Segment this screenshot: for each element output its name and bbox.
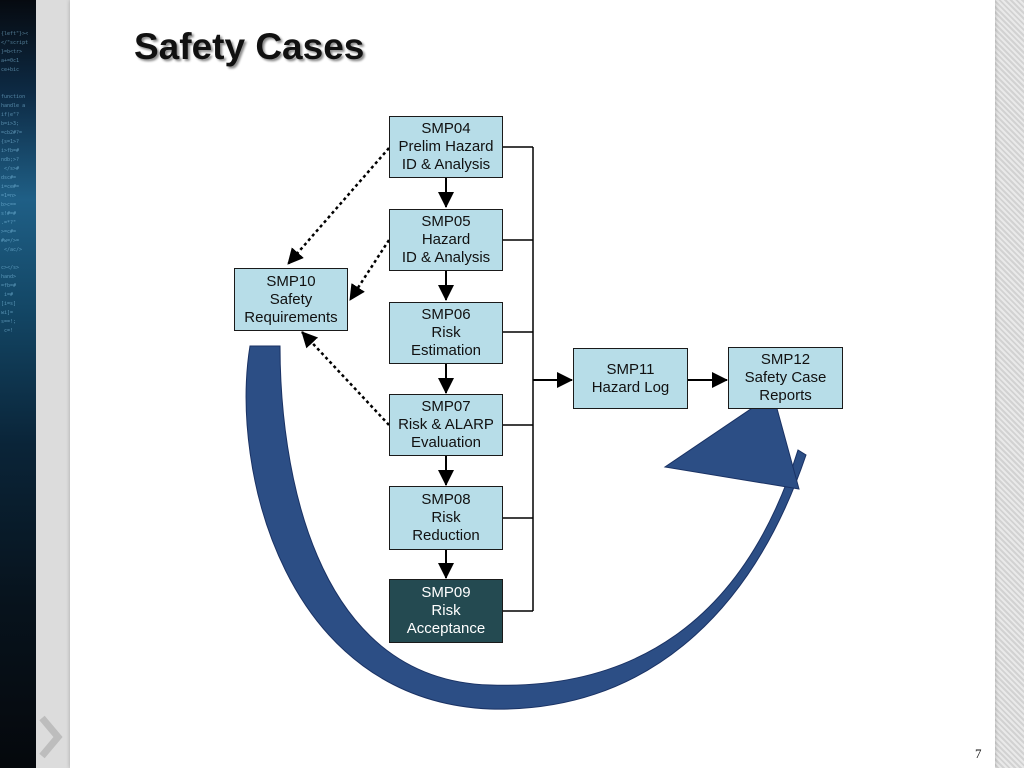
slide-title: Safety Cases <box>134 26 365 67</box>
node-id: SMP06 <box>421 306 471 323</box>
node-label-line: Risk <box>431 509 461 526</box>
node-label-line: ID & Analysis <box>401 156 491 173</box>
node-smp10: SMP10 Safety Requirements <box>234 268 348 331</box>
node-smp06: SMP06 Risk Estimation <box>389 302 503 364</box>
dotted-arrow-smp04-smp10 <box>287 147 390 265</box>
node-smp12: SMP12 Safety Case Reports <box>728 347 843 409</box>
node-smp11: SMP11 Hazard Log <box>573 348 688 409</box>
node-id: SMP11 <box>606 360 655 378</box>
chevron-right-icon <box>39 715 63 759</box>
node-smp05: SMP05 Hazard ID & Analysis <box>389 209 503 271</box>
node-label-line: Risk & ALARP <box>398 416 494 433</box>
node-id: SMP05 <box>421 213 471 230</box>
slide: Safety Cases <box>70 0 995 768</box>
node-label-line: Hazard <box>421 231 471 248</box>
sidebar-code-strip: {left"}>< </"script }=b<tr> a+=0c1 ce+bi… <box>0 0 36 768</box>
node-label-line: Reports <box>759 387 812 404</box>
node-label-line: Risk <box>431 602 461 619</box>
node-label-line: Requirements <box>244 308 338 326</box>
node-id: SMP04 <box>421 120 471 137</box>
flow-diagram <box>245 146 807 710</box>
node-smp07: SMP07 Risk & ALARP Evaluation <box>389 394 503 456</box>
big-arrow-head <box>663 393 800 490</box>
node-label-line: Safety <box>269 290 313 308</box>
node-label-line: Reduction <box>412 527 480 544</box>
node-smp08: SMP08 Risk Reduction <box>389 486 503 550</box>
big-curved-arrow <box>245 345 807 710</box>
node-id: SMP09 <box>421 584 471 601</box>
node-smp04: SMP04 Prelim Hazard ID & Analysis <box>389 116 503 178</box>
node-id: SMP12 <box>760 351 811 368</box>
node-smp09: SMP09 Risk Acceptance <box>389 579 503 643</box>
node-id: SMP08 <box>421 491 471 508</box>
dotted-arrow-smp05-smp10 <box>348 239 391 301</box>
node-label-line: Safety Case <box>744 369 827 386</box>
node-label-line: Estimation <box>410 342 482 359</box>
node-id: SMP07 <box>421 398 471 415</box>
node-label-line: Acceptance <box>406 620 486 637</box>
node-label-line: Prelim Hazard <box>398 138 494 155</box>
node-label-line: Hazard Log <box>591 378 670 396</box>
hatched-edge <box>994 0 1024 768</box>
node-label-line: Evaluation <box>410 434 482 451</box>
dotted-arrow-smp07-smp10 <box>301 331 390 426</box>
page-number: 7 <box>975 746 982 761</box>
code-texture: {left"}>< </"script }=b<tr> a+=0c1 ce+bi… <box>1 31 29 334</box>
node-label-line: ID & Analysis <box>401 249 491 266</box>
node-id: SMP10 <box>266 272 316 290</box>
node-label-line: Risk <box>431 324 461 341</box>
bus-connector <box>502 146 534 612</box>
